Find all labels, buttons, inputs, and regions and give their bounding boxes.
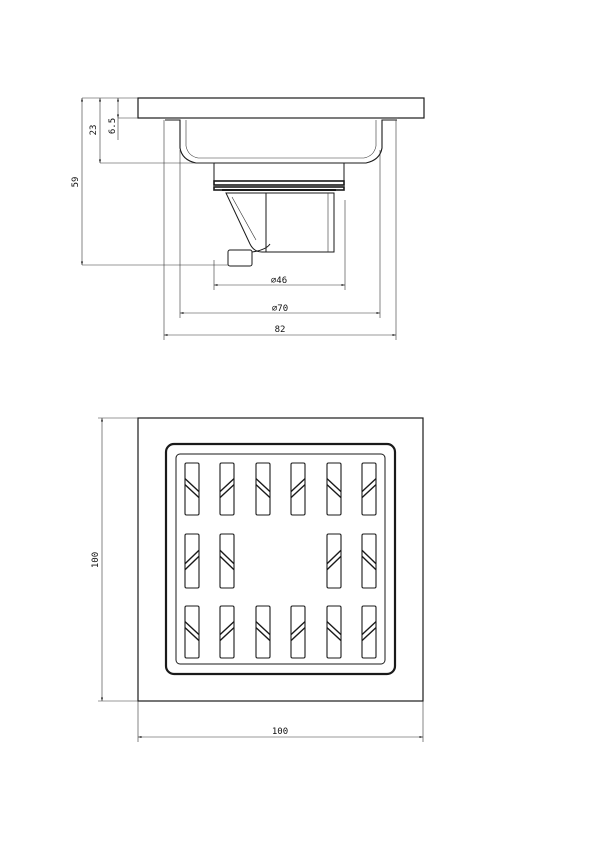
- grate-slot: [219, 462, 235, 516]
- grate-slots: [184, 462, 377, 659]
- grate-outer: [164, 442, 397, 676]
- outer-frame: [137, 417, 424, 702]
- grate-inner: [175, 453, 386, 665]
- grate-slot-bevel: [290, 621, 306, 642]
- grate-slot: [326, 462, 342, 516]
- grate-slot-bevel: [219, 549, 235, 571]
- dim-label-6-5: 6.5: [108, 118, 118, 134]
- grate-slot-bevel: [290, 478, 306, 499]
- dim-label-height-100: 100: [91, 552, 101, 568]
- grate-slot-bevel: [361, 549, 377, 571]
- grate-slot: [290, 605, 306, 659]
- grate-slot: [184, 533, 200, 589]
- grate-slot-bevel: [255, 478, 271, 499]
- grate-slot: [326, 533, 342, 589]
- grate-slot: [290, 462, 306, 516]
- grate-slot-bevel: [361, 478, 377, 499]
- grate-slot-bevel: [255, 621, 271, 642]
- grate-slot: [184, 605, 200, 659]
- dim-label-59: 59: [71, 177, 81, 188]
- grate-slot: [255, 462, 271, 516]
- outlet-pipe: [265, 192, 335, 253]
- grate-slot-bevel: [219, 478, 235, 499]
- top-view: 100 100: [91, 417, 424, 742]
- grate-slot-bevel: [361, 621, 377, 642]
- grate-slot-bevel: [326, 549, 342, 571]
- dim-label-70: ∅70: [272, 304, 288, 314]
- grate-slot: [361, 605, 377, 659]
- grate-slot: [184, 462, 200, 516]
- drain-body: [165, 119, 397, 164]
- grate-slot: [361, 462, 377, 516]
- thread: [213, 180, 345, 191]
- grate-slot-bevel: [184, 549, 200, 571]
- grate-slot-bevel: [326, 621, 342, 642]
- dim-label-23: 23: [89, 125, 99, 136]
- grate-slot-bevel: [184, 621, 200, 642]
- neck: [213, 162, 345, 182]
- grate-slot-bevel: [219, 621, 235, 642]
- grate-slot: [219, 605, 235, 659]
- dim-label-82: 82: [275, 325, 286, 335]
- dim-label-width-100: 100: [272, 727, 288, 737]
- grate-slot: [255, 605, 271, 659]
- trap-nozzle: [227, 249, 253, 267]
- grate-slot: [361, 533, 377, 589]
- grate-slot-bevel: [184, 478, 200, 499]
- grate-slot-bevel: [326, 478, 342, 499]
- side-view: 59 23 6.5 ∅46 ∅70 82: [71, 97, 425, 340]
- dim-label-46: ∅46: [271, 276, 287, 286]
- grate-slot: [326, 605, 342, 659]
- flange: [137, 97, 425, 119]
- grate-slot: [219, 533, 235, 589]
